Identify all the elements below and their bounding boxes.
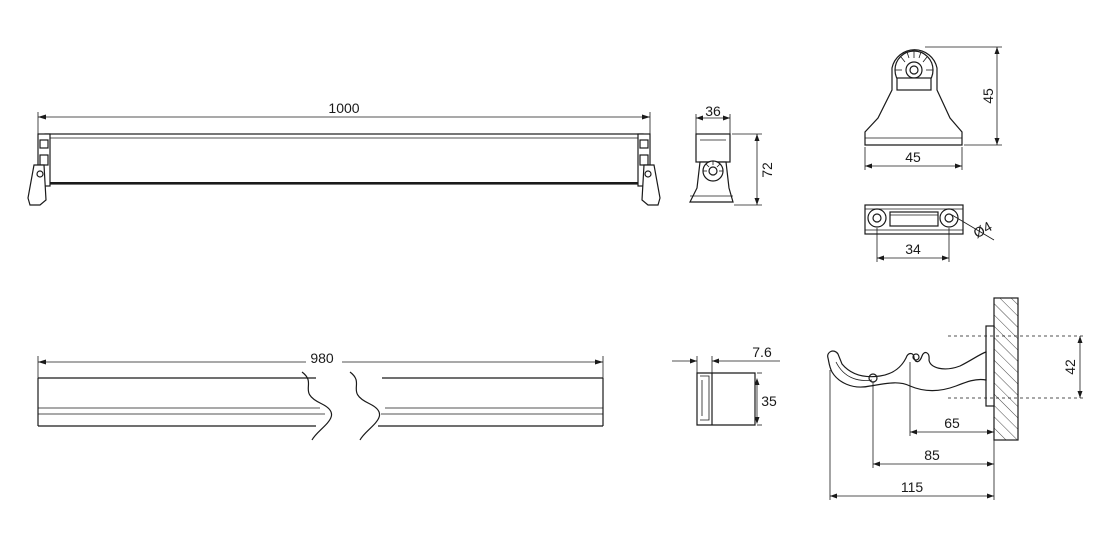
dim-bracket-height: 45	[980, 88, 996, 104]
dim-profile-length: 980	[310, 350, 334, 366]
dim-hook-85: 85	[924, 447, 940, 463]
bracket-bottom-view: Ø4 34	[864, 204, 995, 262]
dim-bar-length: 1000	[328, 100, 359, 116]
right-end-cap	[637, 133, 661, 206]
dim-hole-spacing: 34	[905, 241, 921, 257]
dim-profile-depth: 7.6	[752, 344, 772, 360]
hook-mount-view: 42 65 85 115	[827, 297, 1086, 500]
dim-end-width: 36	[705, 103, 721, 119]
dim-bracket-width: 45	[905, 149, 921, 165]
dim-profile-height: 35	[761, 393, 777, 409]
bracket-front-view: 45 45	[864, 46, 1002, 170]
dim-hole-diameter: Ø4	[970, 218, 994, 241]
left-end-cap	[27, 133, 51, 206]
dim-hook-65: 65	[944, 415, 960, 431]
profile-section-view: 7.6 35	[672, 344, 780, 426]
dim-end-height: 72	[759, 162, 775, 178]
profile-length-view: 980	[37, 350, 604, 441]
dim-hook-115: 115	[901, 479, 924, 495]
front-view: 1000	[27, 100, 661, 206]
side-view: 36 72	[689, 103, 775, 206]
dim-mount-height: 42	[1062, 359, 1078, 375]
